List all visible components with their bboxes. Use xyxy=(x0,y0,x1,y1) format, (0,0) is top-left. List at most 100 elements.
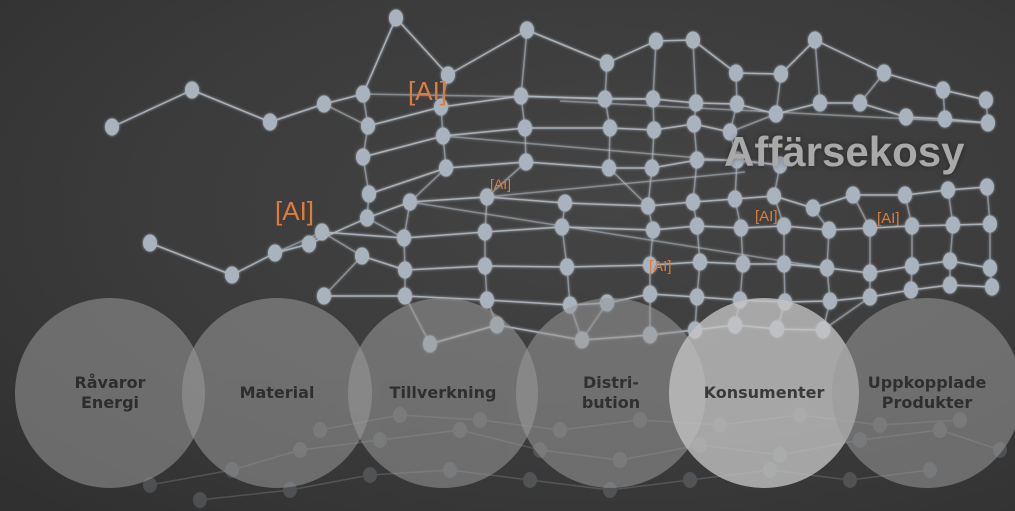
reflection-edge xyxy=(199,489,291,501)
network-node xyxy=(899,108,913,126)
network-node xyxy=(690,151,704,169)
network-node xyxy=(898,186,912,204)
network-node xyxy=(398,287,412,305)
network-node xyxy=(980,178,994,196)
network-node xyxy=(877,64,891,82)
network-node xyxy=(806,199,820,217)
network-node xyxy=(983,259,997,277)
network-node xyxy=(943,252,957,270)
reflection-edge xyxy=(289,474,371,491)
network-node xyxy=(518,119,532,137)
network-edge xyxy=(111,89,193,128)
network-node xyxy=(938,110,952,128)
network-edge xyxy=(783,225,830,231)
network-edge xyxy=(323,255,363,297)
network-node xyxy=(643,256,657,274)
network-node xyxy=(822,221,836,239)
network-node xyxy=(687,115,701,133)
network-node xyxy=(853,94,867,112)
network-node xyxy=(519,153,533,171)
network-edge xyxy=(486,299,571,306)
network-node xyxy=(263,113,277,131)
network-edge xyxy=(362,135,444,158)
network-edge xyxy=(696,225,742,229)
network-edge xyxy=(409,201,828,269)
network-node xyxy=(730,151,744,169)
network-node xyxy=(389,9,403,27)
network-node xyxy=(315,223,329,241)
network-node xyxy=(813,94,827,112)
network-node xyxy=(981,114,995,132)
network-node xyxy=(905,257,919,275)
network-node xyxy=(355,247,369,265)
network-edge xyxy=(191,89,271,123)
network-node xyxy=(641,197,655,215)
network-node xyxy=(646,221,660,239)
network-node xyxy=(555,218,569,236)
network-edge xyxy=(395,17,449,76)
network-edge xyxy=(323,103,369,127)
network-node xyxy=(434,98,448,116)
network-edge xyxy=(274,231,323,254)
network-node xyxy=(728,190,742,208)
network-edge xyxy=(403,231,486,239)
network-node xyxy=(361,117,375,135)
network-edge xyxy=(149,242,233,276)
network-node xyxy=(736,255,750,273)
network-node xyxy=(360,209,374,227)
network-node xyxy=(317,95,331,113)
network-node xyxy=(686,31,700,49)
network-edge xyxy=(440,95,522,108)
ai-tag: [AI] xyxy=(275,196,315,226)
network-edge xyxy=(826,267,871,274)
network-node xyxy=(647,121,661,139)
network-edge xyxy=(859,102,907,118)
ai-tag: [AI] xyxy=(490,176,512,192)
network-node xyxy=(693,253,707,271)
diagram-title: Affärsekosy xyxy=(724,128,965,175)
network-edge xyxy=(445,161,527,169)
network-node xyxy=(823,292,837,310)
network-edge xyxy=(447,29,528,76)
network-edge xyxy=(404,265,486,271)
network-edge xyxy=(566,264,651,268)
network-node xyxy=(846,186,860,204)
network-node xyxy=(690,288,704,306)
network-edge xyxy=(525,161,610,169)
network-node xyxy=(983,215,997,233)
network-edge xyxy=(652,225,698,231)
network-edge xyxy=(649,261,701,266)
network-edge xyxy=(486,196,566,204)
network-node xyxy=(649,32,663,50)
network-edge xyxy=(869,265,913,274)
network-edge xyxy=(740,225,785,229)
stage-circle-connected-products: Uppkopplade Produkter xyxy=(832,298,1015,488)
network-edge xyxy=(608,167,649,207)
network-node xyxy=(105,118,119,136)
network-node xyxy=(723,123,737,141)
network-edge xyxy=(321,231,363,257)
network-edge xyxy=(651,159,698,169)
network-node xyxy=(946,216,960,234)
network-node xyxy=(602,159,616,177)
network-node xyxy=(774,65,788,83)
reflection-node xyxy=(363,467,377,483)
reflection-edge xyxy=(609,479,691,491)
network-node xyxy=(478,257,492,275)
network-node xyxy=(268,244,282,262)
network-edge xyxy=(484,226,563,233)
network-node xyxy=(558,194,572,212)
network-node xyxy=(185,81,199,99)
network-edge xyxy=(692,198,736,203)
network-edge xyxy=(231,252,276,276)
network-node xyxy=(600,54,614,72)
network-edge xyxy=(321,231,405,239)
network-edge xyxy=(609,127,655,131)
network-edge xyxy=(814,39,821,104)
network-node xyxy=(820,259,834,277)
network-node xyxy=(769,105,783,123)
network-edge xyxy=(361,255,406,271)
network-edge xyxy=(526,29,608,64)
network-edge xyxy=(367,106,442,127)
reflection-node xyxy=(193,492,207,508)
